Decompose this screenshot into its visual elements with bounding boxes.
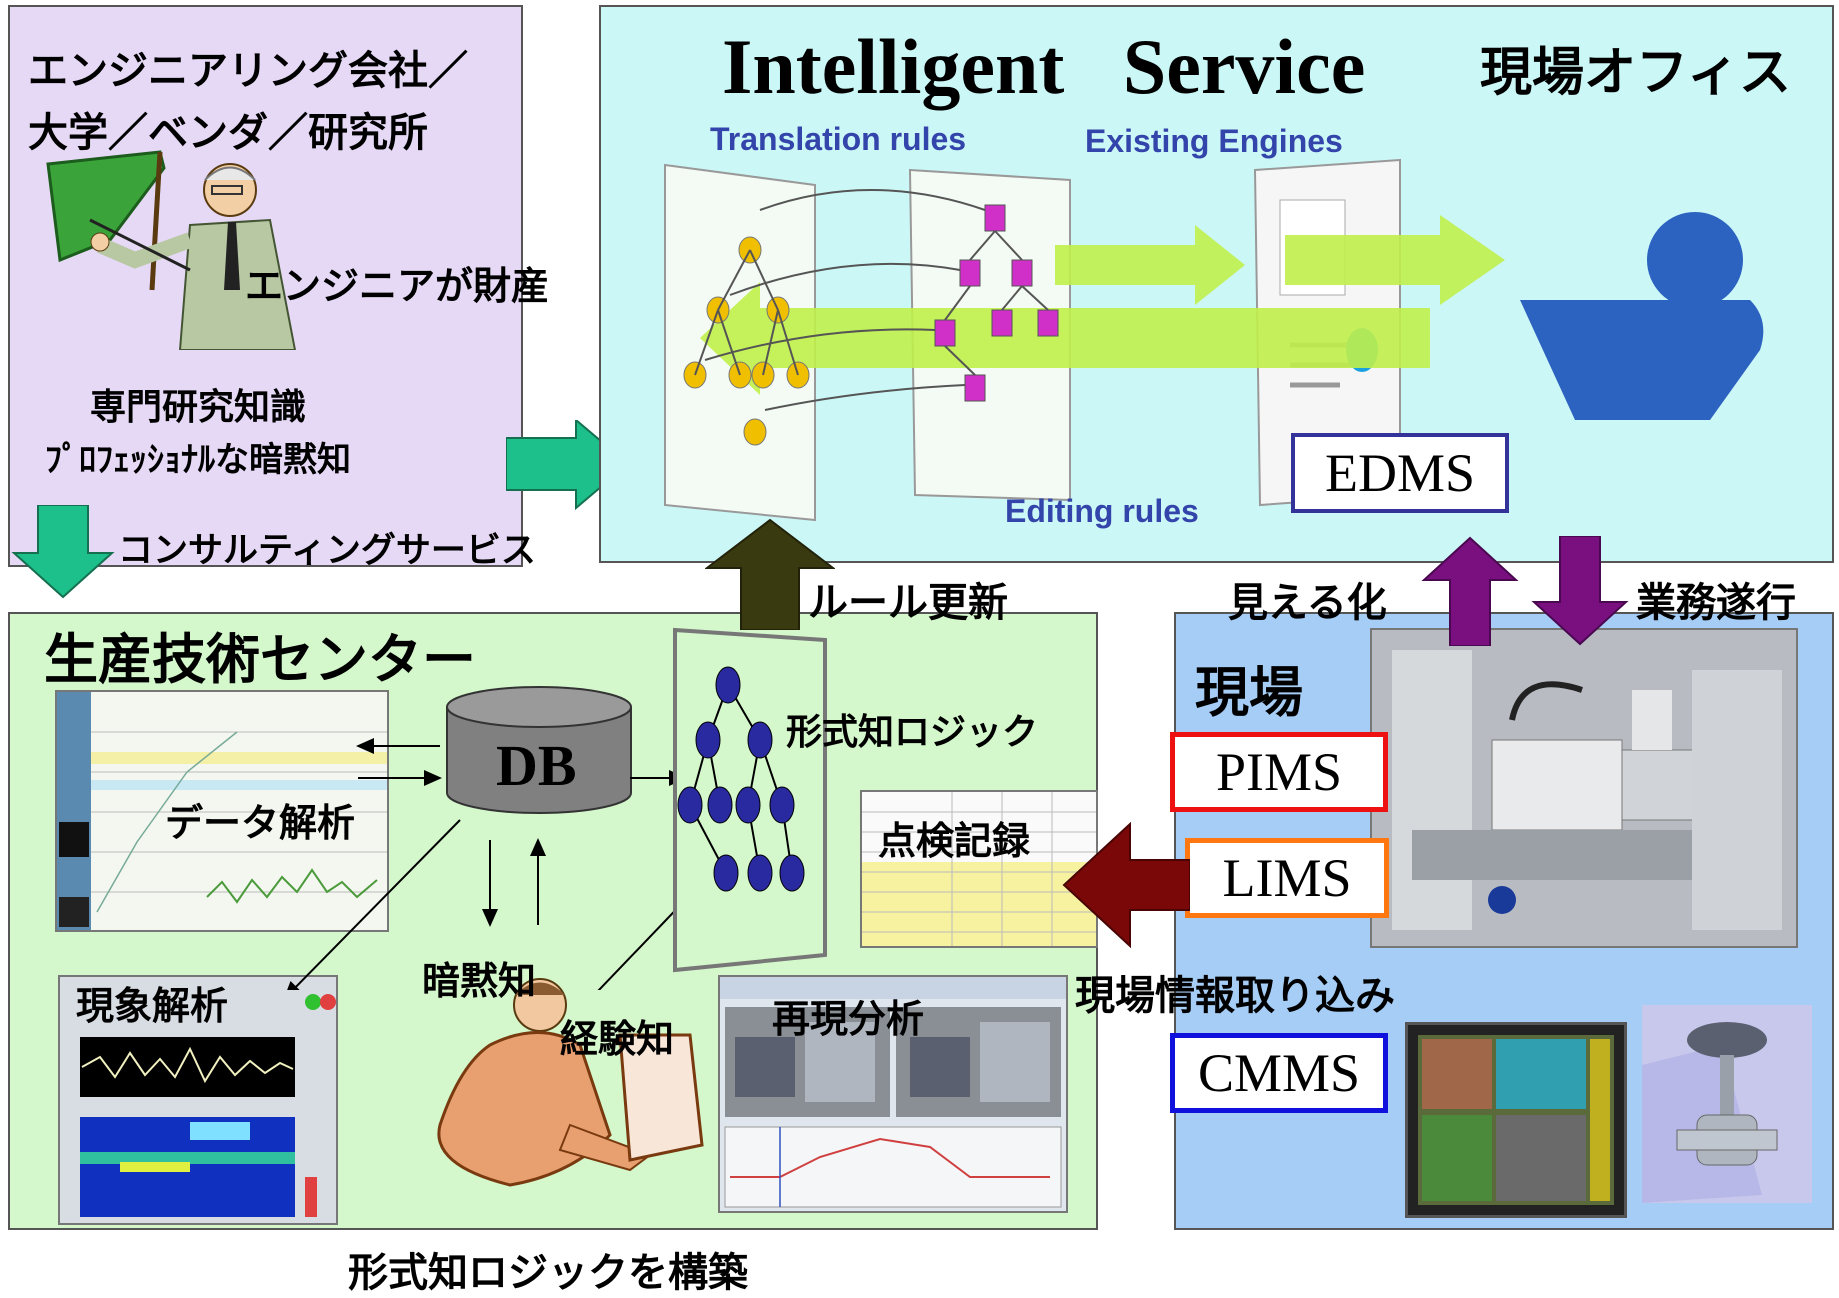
data-analysis-chart: [57, 692, 387, 930]
machine-illustration: [1372, 630, 1796, 946]
editing-rules-label: Editing rules: [1005, 493, 1199, 529]
production-tech-center-title: 生産技術センター: [44, 628, 476, 691]
rule-update-up-arrow: [705, 518, 835, 630]
data-analysis-screen: [55, 690, 389, 932]
rule-update-label: ルール更新: [808, 580, 1008, 626]
expert-knowledge-label: 専門研究知識: [90, 387, 307, 428]
reproduction-analysis-label: 再現分析: [772, 997, 925, 1041]
translation-rules-label: Translation rules: [710, 121, 966, 157]
consulting-service-label: コンサルティングサービス: [118, 531, 536, 571]
engineer-presenter-illustration: [46, 150, 297, 350]
rule-engine-diagram: Translation rules Existing Engines Editi…: [664, 121, 1764, 529]
cmms-tag: CMMS: [1170, 1033, 1388, 1113]
site-capture-left-arrow: [1062, 821, 1190, 949]
execute-down-arrow: [1531, 536, 1629, 646]
execute-label: 業務遂行: [1636, 580, 1796, 626]
valve-illustration: [1642, 1022, 1778, 1203]
phenomenon-analysis-chart: [80, 994, 336, 1217]
engineering-title-line2: 大学／ベンダ／研究所: [28, 110, 428, 156]
build-formal-logic-label: 形式知ロジックを構築: [348, 1250, 748, 1296]
phenomenon-analysis-label: 現象解析: [76, 984, 229, 1028]
database-cylinder: [446, 686, 632, 814]
experience-knowledge-label: 経験知: [560, 1017, 675, 1061]
reproduction-analysis-screen: [718, 975, 1068, 1213]
inspection-record-label: 点検記録: [878, 819, 1031, 863]
phenomenon-analysis-screen: [58, 975, 338, 1225]
consulting-down-arrow: [11, 505, 115, 599]
site-info-capture-label: 現場情報取り込み: [1075, 973, 1395, 1019]
inspection-record-sheet: [860, 790, 1098, 948]
site-title: 現場: [1195, 661, 1303, 724]
intelligent-service-title: Intelligent Service: [722, 23, 1366, 110]
visualize-label: 見える化: [1228, 580, 1387, 626]
db-label: DB: [496, 733, 577, 798]
engineer-asset-label: エンジニアが財産: [245, 264, 550, 308]
reproduction-analysis-chart: [720, 977, 1066, 1208]
inspection-sheet-grid: [862, 792, 1096, 946]
formal-logic-tree: [673, 627, 827, 973]
tacit-knowledge-label: 暗黙知: [422, 959, 537, 1003]
worker-at-computer-illustration: [437, 978, 704, 1187]
center-flow-arrows: [283, 738, 692, 990]
lims-tag: LIMS: [1185, 838, 1389, 918]
site-machine-photo: [1370, 628, 1798, 948]
professional-tacit-label: ﾌﾟﾛﾌｪｯｼｮﾅﾙな暗黙知: [45, 440, 351, 480]
valve-photo: [1642, 1005, 1812, 1203]
visualize-up-arrow: [1421, 536, 1519, 646]
engineering-title-line1: エンジニアリング会社／: [28, 48, 468, 94]
existing-engines-label: Existing Engines: [1085, 123, 1343, 159]
control-monitor-screen: [1405, 1022, 1627, 1218]
site-office-label: 現場オフィス: [1480, 43, 1791, 103]
pims-tag: PIMS: [1170, 732, 1388, 812]
edms-tag: EDMS: [1291, 433, 1509, 513]
monitor-content: [1418, 1035, 1614, 1205]
data-analysis-label: データ解析: [165, 801, 356, 845]
formal-logic-label: 形式知ロジック: [786, 712, 1039, 753]
